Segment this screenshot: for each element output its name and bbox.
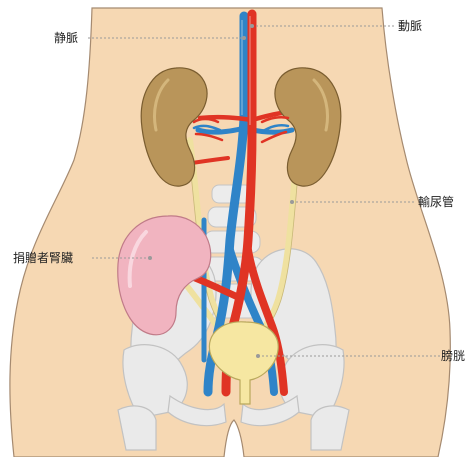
label-ureter: 輸尿管: [418, 195, 454, 209]
label-vein: 静脈: [54, 31, 78, 45]
label-bladder: 膀胱: [441, 349, 465, 363]
label-artery: 動脈: [398, 19, 422, 33]
label-donor-kidney: 捐贈者腎臟: [13, 251, 73, 265]
